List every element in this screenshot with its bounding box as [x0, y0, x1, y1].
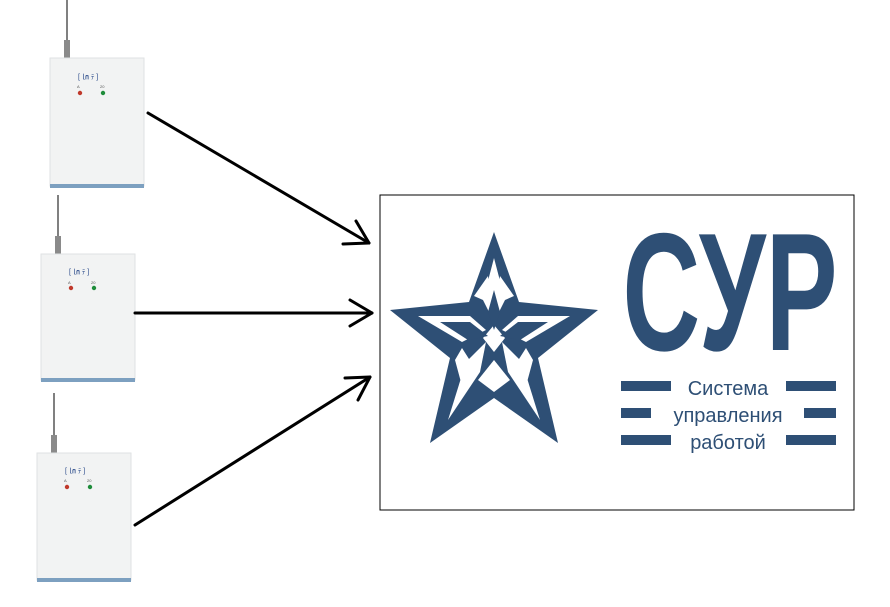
led-label-left: A	[64, 478, 67, 483]
led-label-right: 20	[91, 280, 96, 285]
device-body	[40, 253, 136, 381]
arrow-3	[133, 375, 372, 527]
led-label-left: A	[68, 280, 71, 285]
device-base	[50, 184, 144, 188]
led-label-right: 20	[100, 84, 105, 89]
brand-label: [ ㏐ ﾃ ]	[69, 268, 89, 276]
led-red	[64, 484, 70, 490]
led-red	[68, 285, 74, 291]
sur-logo-panel: СУР Система управления работой	[379, 194, 855, 511]
device-base	[37, 578, 131, 582]
led-green	[87, 484, 93, 490]
device-body	[36, 452, 132, 581]
subtitle-bars	[621, 381, 836, 445]
arrow-2	[133, 298, 374, 328]
antenna-base	[64, 40, 70, 58]
star-icon	[390, 232, 598, 443]
device-base	[41, 378, 135, 382]
led-green	[100, 90, 106, 96]
led-label-left: A	[77, 84, 80, 89]
transmitter-device-3: [ ㏐ ﾃ ] A 20	[36, 393, 132, 582]
transmitter-device-1: [ ㏐ ﾃ ] A 20	[49, 0, 145, 188]
brand-label: [ ㏐ ﾃ ]	[65, 467, 85, 475]
arrow-1	[146, 111, 371, 246]
logo-title: СУР	[623, 198, 838, 386]
brand-label: [ ㏐ ﾃ ]	[78, 73, 98, 81]
transmitter-device-2: [ ㏐ ﾃ ] A 20	[40, 195, 136, 382]
logo-subtitle-line-3: работой	[690, 432, 766, 454]
led-label-right: 20	[87, 478, 92, 483]
led-red	[77, 90, 83, 96]
led-green	[91, 285, 97, 291]
antenna-base	[51, 435, 57, 453]
logo-subtitle-line-1: Система	[688, 378, 769, 400]
antenna-base	[55, 236, 61, 254]
logo-subtitle-line-2: управления	[673, 405, 782, 427]
